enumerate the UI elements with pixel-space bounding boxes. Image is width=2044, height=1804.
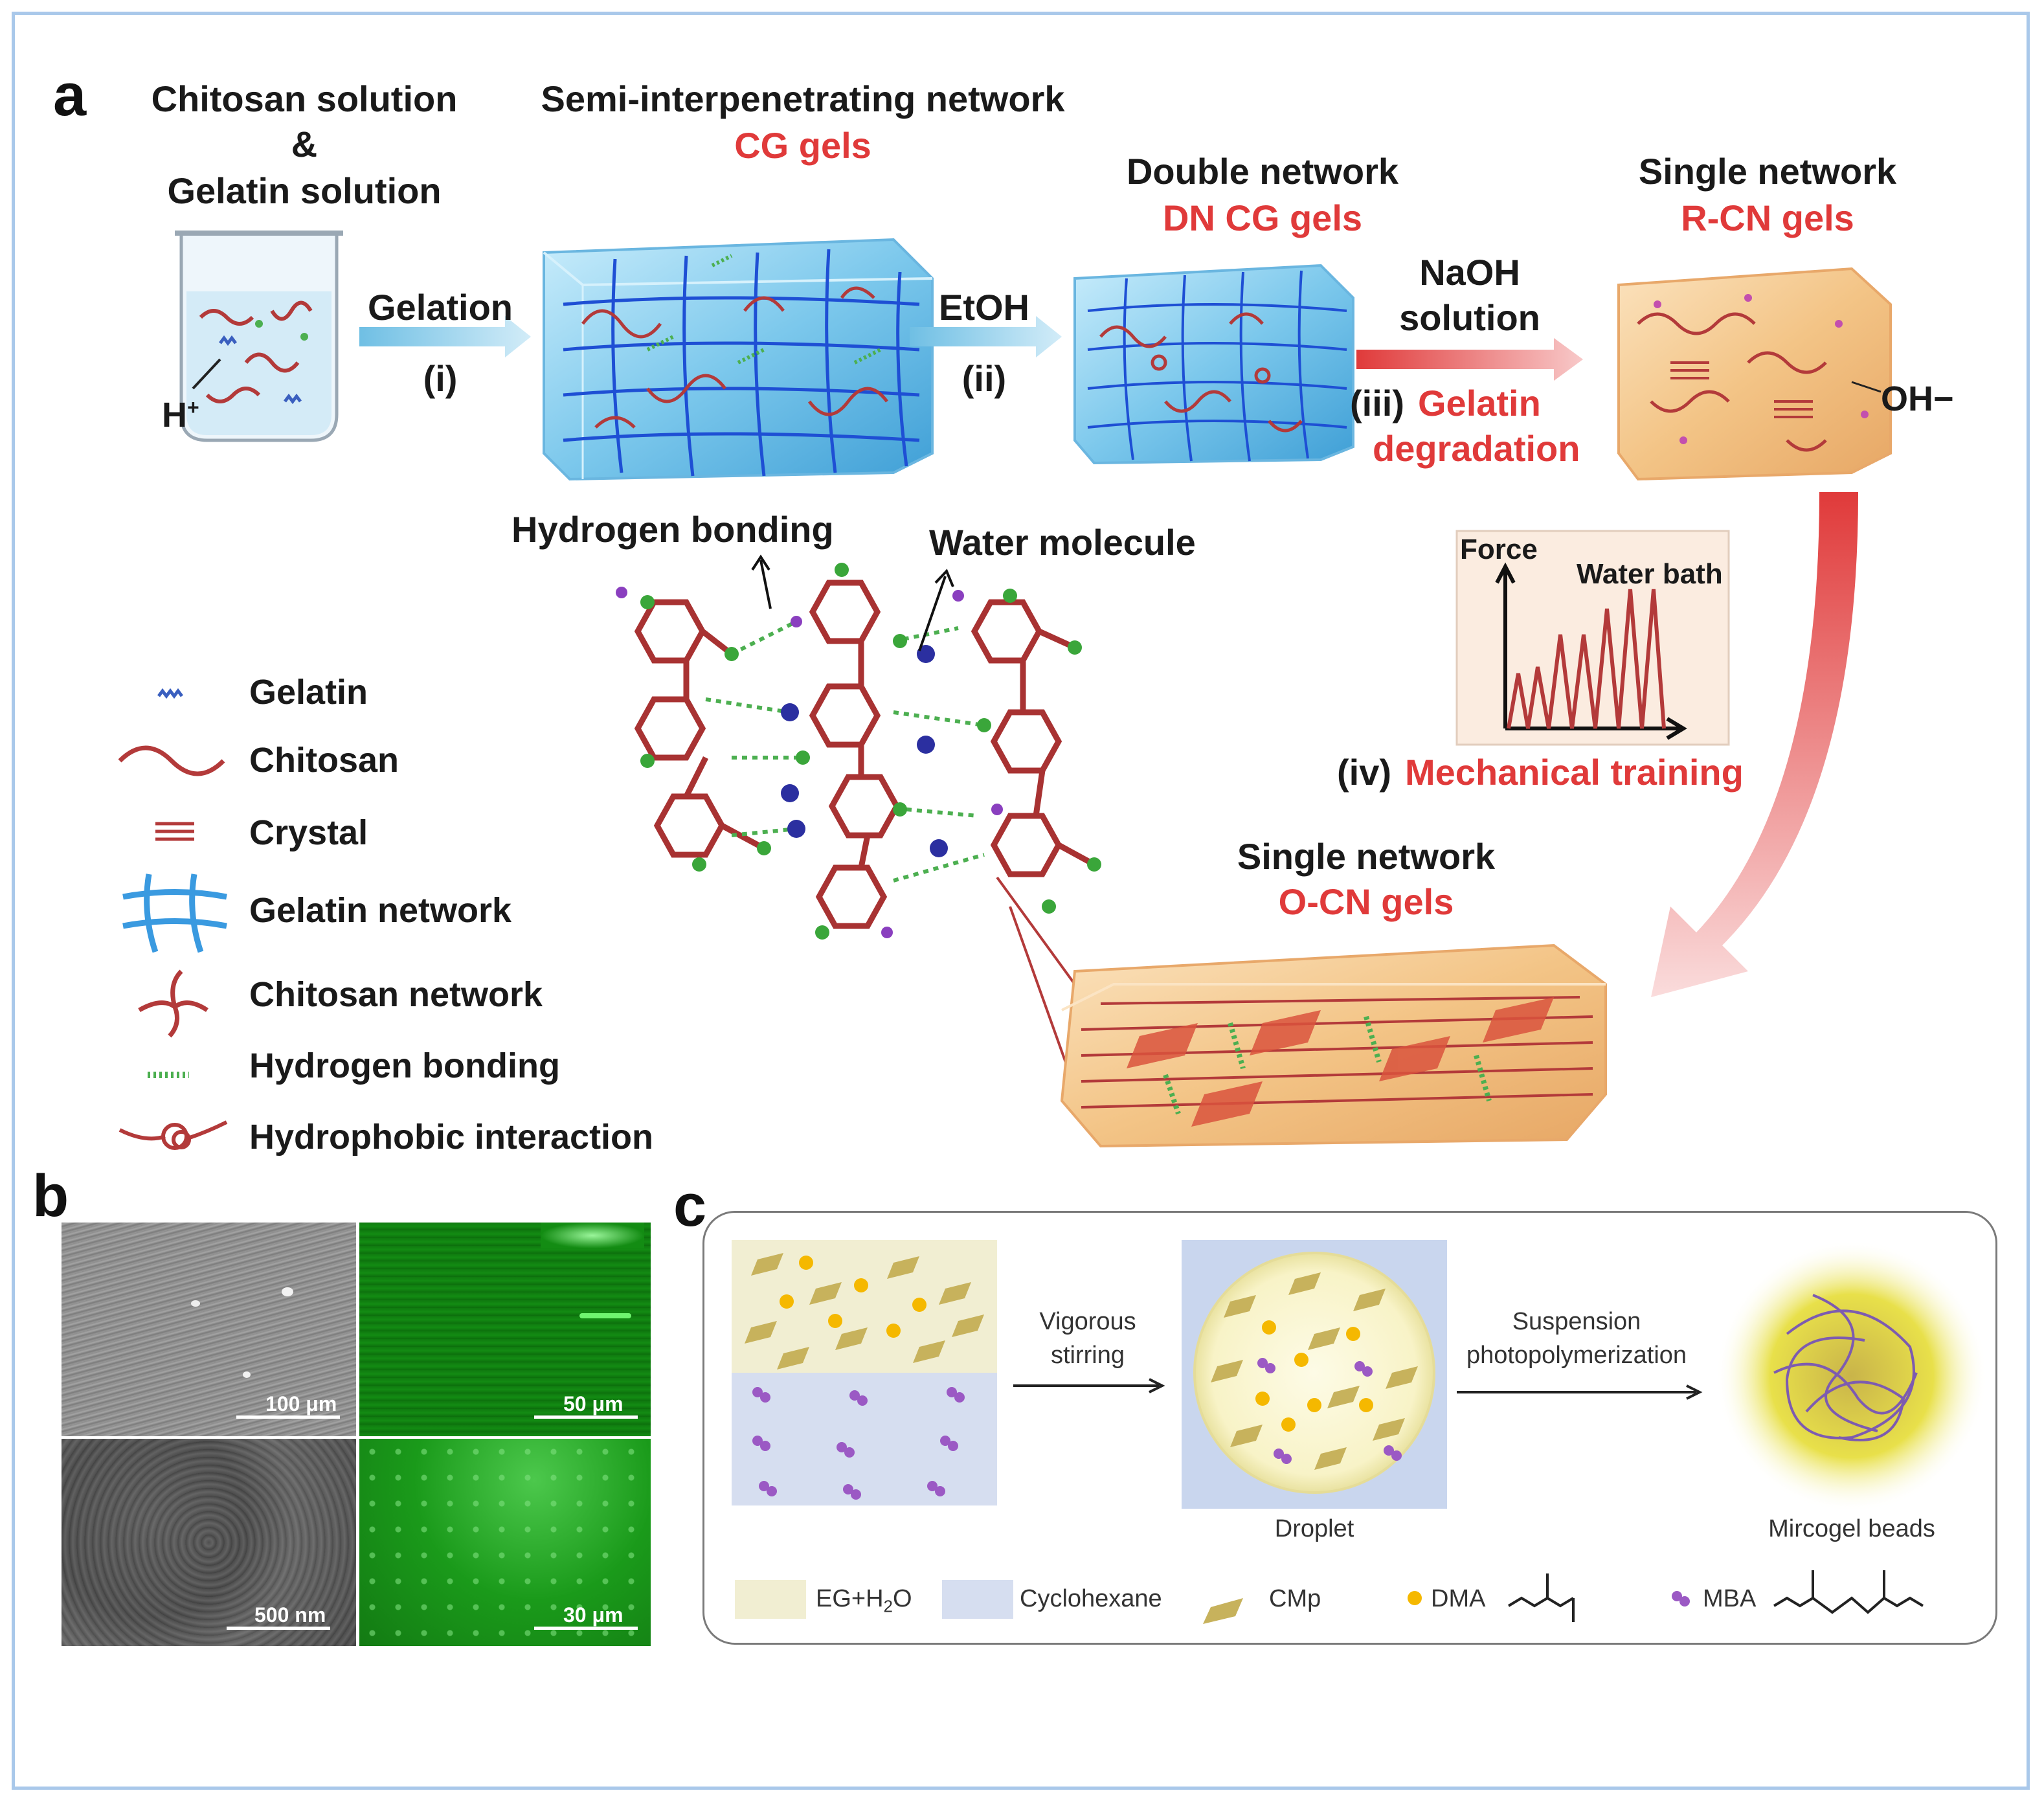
figure-frame bbox=[12, 12, 2030, 1790]
panel-a-letter: a bbox=[53, 62, 87, 128]
beaker-icon bbox=[175, 231, 343, 442]
mba-dots-droplet bbox=[1257, 1358, 1402, 1464]
vigorous-label-2: stirring bbox=[1050, 1342, 1125, 1369]
stage5-subtitle: O-CN gels bbox=[1278, 881, 1454, 922]
eg-water-swatch bbox=[735, 1580, 806, 1619]
gelatin-degradation-2: degradation bbox=[1373, 428, 1580, 469]
legend-chitosan-network-label: Chitosan network bbox=[249, 975, 543, 1014]
suspension-label-1: Suspension bbox=[1512, 1308, 1641, 1335]
gelatin-network-icon bbox=[122, 874, 227, 953]
legend-cmp-label: CMp bbox=[1269, 1585, 1321, 1612]
legend-mba-label: MBA bbox=[1703, 1585, 1757, 1612]
fluorescence-image-surface: 50 μm bbox=[359, 1223, 651, 1436]
chitosan-icon bbox=[118, 745, 225, 776]
dma-icon bbox=[1408, 1591, 1422, 1605]
panel-c-letter: c bbox=[673, 1173, 707, 1239]
water-molecule-label: Water molecule bbox=[929, 522, 1196, 563]
gelatin-icon bbox=[157, 688, 183, 699]
legend-chitosan-label: Chitosan bbox=[249, 741, 399, 780]
mba-dots-bottom bbox=[752, 1387, 965, 1500]
sem-image-cross-section: 500 nm bbox=[62, 1439, 356, 1646]
naoh-label-2: solution bbox=[1399, 297, 1540, 338]
step-iii-label: (iii) bbox=[1350, 383, 1404, 423]
pointer-hbond bbox=[759, 559, 772, 609]
dma-structure-icon bbox=[1507, 1573, 1575, 1622]
mba-structure-icon bbox=[1773, 1570, 1924, 1614]
microgel-network bbox=[1773, 1294, 1918, 1441]
stage4-title: Single network bbox=[1638, 151, 1897, 192]
mba-icon bbox=[1672, 1591, 1690, 1607]
sem-image-surface: 100 μm bbox=[62, 1223, 356, 1436]
dma-dots-droplet bbox=[1255, 1320, 1373, 1432]
droplet-label: Droplet bbox=[1274, 1515, 1354, 1542]
stage3-title: Double network bbox=[1126, 151, 1399, 192]
chitosan-network-icon bbox=[138, 969, 208, 1038]
scale-label-1: 100 μm bbox=[265, 1392, 337, 1415]
gelation-label: Gelation bbox=[367, 287, 513, 328]
o-cn-gel-cube bbox=[1060, 943, 1607, 1148]
molecule-atoms bbox=[616, 563, 1101, 940]
legend-dma-label: DMA bbox=[1431, 1585, 1486, 1612]
cyclohexane-swatch bbox=[942, 1580, 1013, 1619]
step-i-label: (i) bbox=[423, 358, 458, 399]
vigorous-label-1: Vigorous bbox=[1039, 1308, 1136, 1335]
inset-force-label: Force bbox=[1460, 534, 1538, 565]
stage4-subtitle: R-CN gels bbox=[1681, 197, 1854, 238]
microgel-beads-label: Mircogel beads bbox=[1768, 1515, 1935, 1542]
step-ii-label: (ii) bbox=[961, 358, 1007, 399]
legend-hydrogen-bonding-label: Hydrogen bonding bbox=[249, 1046, 560, 1085]
arrow-mechanical-training bbox=[1651, 492, 1858, 997]
cmp-particles-top bbox=[745, 1253, 984, 1370]
arrow-naoh bbox=[1356, 338, 1583, 381]
legend-eg-water-label: EG+H2O bbox=[816, 1585, 912, 1616]
dn-cg-gel-cube bbox=[1073, 264, 1354, 465]
stage1-line3: Gelatin solution bbox=[167, 170, 442, 211]
naoh-label-1: NaOH bbox=[1419, 252, 1520, 293]
legend-hydrophobic-interaction-label: Hydrophobic interaction bbox=[249, 1118, 654, 1156]
microgel-bead bbox=[1716, 1240, 1988, 1512]
scale-label-3: 500 nm bbox=[254, 1603, 326, 1627]
arrow-gelation bbox=[359, 316, 531, 357]
fluorescence-image-cross-section: 30 μm bbox=[359, 1439, 651, 1646]
cmp-particles-droplet bbox=[1211, 1272, 1418, 1470]
scale-label-4: 30 μm bbox=[563, 1603, 623, 1627]
cyclohexane-phase bbox=[732, 1373, 997, 1505]
etoh-label: EtOH bbox=[939, 287, 1029, 328]
oh-ion-label: OH− bbox=[1881, 379, 1954, 418]
gelatin-degradation-1: Gelatin bbox=[1418, 383, 1541, 423]
hydrogen-bond-molecule bbox=[634, 580, 1096, 929]
pointer-water bbox=[918, 576, 947, 651]
suspension-label-2: photopolymerization bbox=[1466, 1342, 1687, 1369]
step-iv-label: (iv) bbox=[1337, 752, 1391, 793]
stage2-subtitle: CG gels bbox=[734, 125, 871, 166]
scale-label-2: 50 μm bbox=[563, 1392, 623, 1415]
hydrogen-bonding-label: Hydrogen bonding bbox=[511, 509, 834, 550]
cmp-icon bbox=[1203, 1598, 1243, 1624]
mechanical-training-label: Mechanical training bbox=[1405, 752, 1744, 793]
arrow-etoh bbox=[910, 316, 1062, 357]
dma-dots-top bbox=[780, 1256, 927, 1338]
legend-gelatin-label: Gelatin bbox=[249, 673, 368, 712]
stage5-title: Single network bbox=[1237, 836, 1496, 877]
h-ion-label: H+ bbox=[162, 396, 199, 434]
r-cn-gel-cube bbox=[1617, 267, 1892, 481]
stage1-line2: & bbox=[291, 124, 318, 164]
crystal-icon bbox=[155, 822, 194, 841]
hydrophobic-interaction-icon bbox=[118, 1120, 228, 1150]
legend-cyclohexane-label: Cyclohexane bbox=[1020, 1585, 1162, 1612]
cg-gel-cube bbox=[543, 238, 934, 481]
inset-water-bath-label: Water bath bbox=[1577, 558, 1723, 590]
legend-crystal-label: Crystal bbox=[249, 813, 368, 852]
legend-gelatin-network-label: Gelatin network bbox=[249, 891, 512, 930]
panel-b-letter: b bbox=[32, 1163, 69, 1229]
stage1-line1: Chitosan solution bbox=[151, 78, 458, 119]
force-inset-chart bbox=[1455, 530, 1730, 746]
stage2-title: Semi-interpenetrating network bbox=[541, 78, 1065, 119]
stage3-subtitle: DN CG gels bbox=[1162, 197, 1363, 238]
